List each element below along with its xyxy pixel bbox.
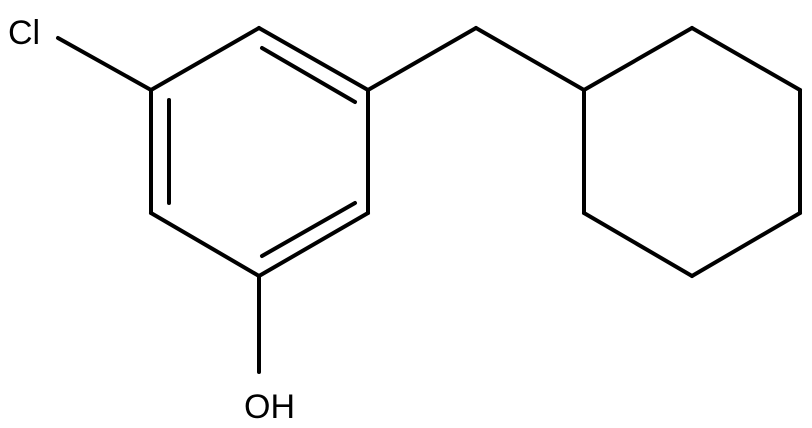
cyclohexane-bond-4 xyxy=(690,211,802,278)
ring-double-bond-c1-c2 xyxy=(260,46,357,104)
ring-bond-c6-c1 xyxy=(149,26,261,92)
methylene-bond-b xyxy=(474,26,586,92)
cyclohexane-bond-5 xyxy=(582,211,694,278)
hydroxyl-label: OH xyxy=(244,388,295,426)
cyclohexane-bond-1 xyxy=(582,26,694,92)
ring-bond-c1-c2 xyxy=(257,26,370,92)
chlorine-label: Cl xyxy=(8,14,40,52)
ring-bond-c3-c4 xyxy=(257,211,370,278)
ring-double-bond-c3-c4 xyxy=(260,201,357,258)
cyclohexane-bond-2 xyxy=(690,26,802,92)
chlorine-bond xyxy=(56,36,153,92)
ring-bond-c4-c5 xyxy=(149,211,261,278)
methylene-bond-a xyxy=(366,26,478,92)
